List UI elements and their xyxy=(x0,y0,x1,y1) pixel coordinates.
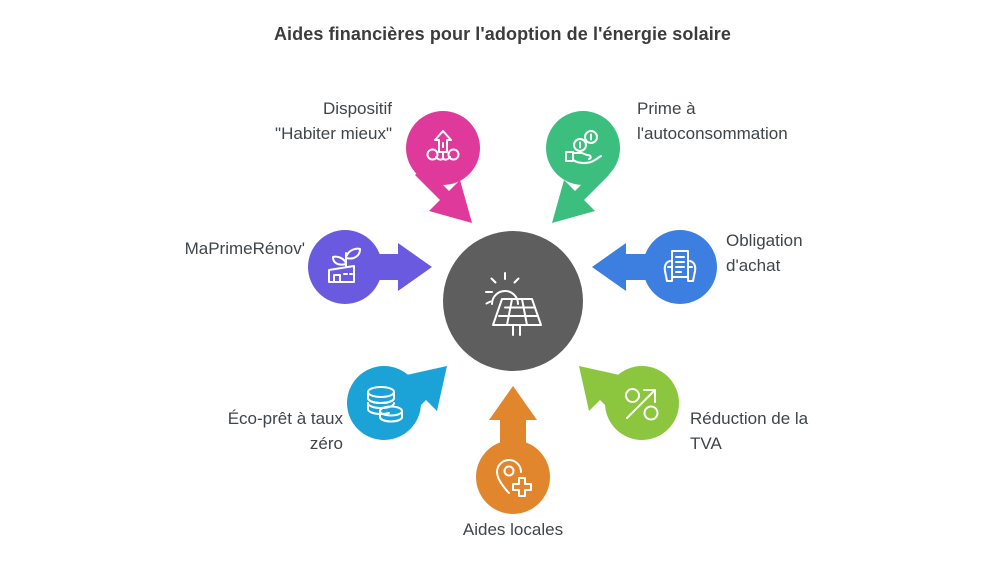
page-title: Aides financières pour l'adoption de l'é… xyxy=(273,24,732,44)
percent-arrow-icon xyxy=(619,380,665,426)
label-obligation-achat: Obligation d'achat xyxy=(726,231,803,275)
node-dispositif-habiter-mieux[interactable] xyxy=(406,111,480,185)
node-aides-locales[interactable] xyxy=(476,440,550,514)
hands-document-icon xyxy=(658,245,702,289)
label-maprimerenov: MaPrimeRénov' xyxy=(184,239,305,258)
node-reduction-tva[interactable] xyxy=(605,366,679,440)
label-prime-autoconsommation: Prime à l'autoconsommation xyxy=(637,99,788,143)
label-dispositif-habiter-mieux: Dispositif "Habiter mieux" xyxy=(275,99,392,143)
hand-coins-icon xyxy=(561,126,605,170)
house-plant-icon xyxy=(322,244,368,290)
house-arrow-up-icon xyxy=(421,126,465,170)
node-obligation-achat[interactable] xyxy=(643,230,717,304)
solar-panel-sun-icon xyxy=(475,263,551,339)
label-eco-pret-taux-zero: Éco-prêt à taux zéro xyxy=(227,409,343,453)
node-eco-pret-taux-zero[interactable] xyxy=(347,366,421,440)
label-reduction-tva: Réduction de la TVA xyxy=(690,409,809,453)
label-aides-locales: Aides locales xyxy=(462,520,564,539)
map-pin-plus-icon xyxy=(491,455,535,499)
node-prime-autoconsommation[interactable] xyxy=(546,111,620,185)
hub-solar-energy[interactable] xyxy=(443,231,583,371)
node-maprimerenov[interactable] xyxy=(308,230,382,304)
coins-stack-icon xyxy=(362,381,406,425)
